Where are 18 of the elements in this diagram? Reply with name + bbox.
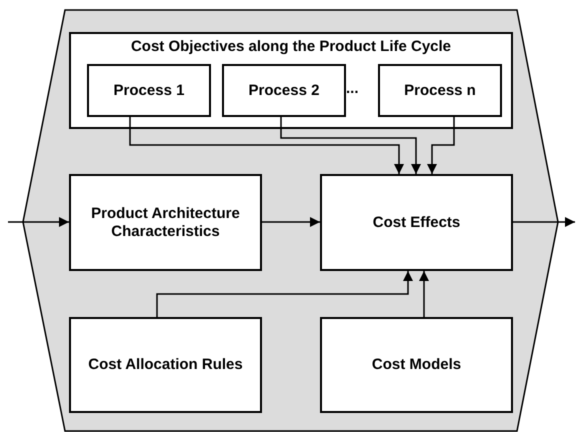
process-box: Cost Models	[320, 317, 513, 413]
group-title: Cost Objectives along the Product Life Cycle	[130, 38, 452, 56]
arrow	[156, 271, 413, 317]
arrow	[8, 217, 69, 227]
arrow	[129, 115, 404, 174]
arrow	[280, 115, 421, 174]
process-box: Cost Allocation Rules	[69, 317, 262, 413]
process-box: Product Architecture Characteristics	[69, 174, 262, 271]
process-box: Cost Effects	[320, 174, 513, 271]
process-box: Process 1	[87, 64, 211, 117]
arrow	[419, 271, 429, 317]
arrow	[427, 115, 455, 174]
process-box: Process 2	[222, 64, 346, 117]
ellipsis-text: ...	[346, 80, 359, 98]
group-box	[69, 32, 513, 129]
arrow	[513, 217, 575, 227]
arrow	[262, 217, 320, 227]
process-box: Process n	[378, 64, 502, 117]
